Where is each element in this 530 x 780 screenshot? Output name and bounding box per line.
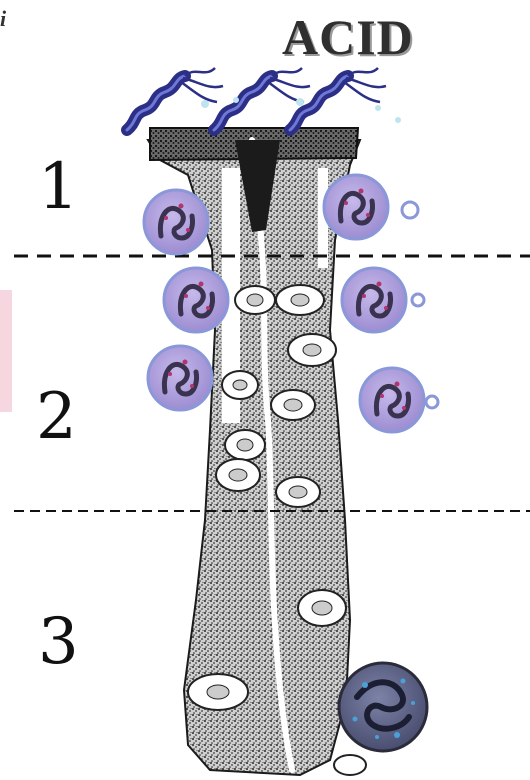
diagram-title: ACID — [282, 8, 414, 66]
epithelial-cell — [188, 674, 248, 710]
epithelial-cell — [288, 334, 336, 366]
epithelial-cell — [334, 755, 366, 775]
epithelial-cell — [222, 371, 258, 399]
epithelial-cell — [271, 390, 315, 420]
lymphocyte-cell — [339, 663, 427, 751]
neutrophil-cell — [342, 268, 406, 332]
neutrophil-edge — [412, 294, 424, 306]
epithelial-cell — [216, 459, 260, 491]
bacteria-cluster — [127, 68, 401, 130]
neutrophil-edge — [426, 396, 438, 408]
helicobacter-bacterium — [127, 68, 223, 130]
neutrophil-cell — [360, 368, 424, 432]
corner-mark: i — [0, 6, 6, 32]
pink-side-mark — [0, 290, 12, 412]
neutrophil-cell — [324, 175, 388, 239]
epithelial-cell — [276, 285, 324, 315]
epithelial-cell — [225, 430, 265, 460]
neutrophil-edge — [402, 202, 418, 218]
neutrophil-cell — [148, 346, 212, 410]
epithelial-cell — [235, 286, 275, 314]
helicobacter-bacterium — [290, 68, 386, 130]
zone-label-3: 3 — [38, 610, 79, 674]
neutrophil-cell — [164, 268, 228, 332]
acid-particle — [395, 117, 401, 123]
epithelial-cell — [298, 590, 346, 626]
acid-particle — [375, 105, 381, 111]
acid-particle — [296, 98, 304, 106]
neutrophil-cell — [144, 190, 208, 254]
zone-label-2: 2 — [36, 385, 77, 449]
epithelial-cell — [276, 477, 320, 507]
acid-particle — [233, 97, 239, 103]
zone-label-1: 1 — [38, 155, 79, 219]
acid-particle — [201, 100, 209, 108]
